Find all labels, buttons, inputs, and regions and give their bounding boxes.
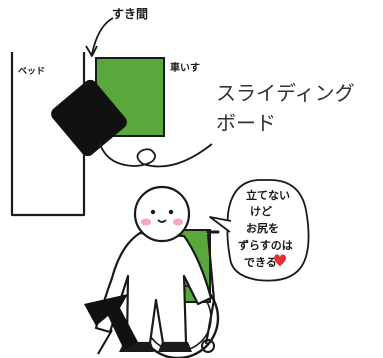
right-shoe [158, 342, 192, 352]
left-eye [150, 209, 156, 215]
person [94, 185, 213, 352]
gap-arrowhead [85, 45, 98, 57]
gap-arrow [91, 17, 114, 55]
person-head [133, 185, 191, 243]
speech-line-4: ずらすのは [238, 238, 293, 252]
sliding-board [51, 79, 127, 157]
wheelchair-label: 車いす [170, 61, 200, 74]
bed-label: ベッド [18, 66, 45, 77]
board-leader-line [98, 140, 213, 168]
speech-line-5: できる [244, 256, 277, 269]
direction-arrow-tail [97, 329, 113, 355]
speech-line-3: お尻を [246, 222, 279, 235]
speech-bubble [226, 179, 310, 282]
speech-line-1: 立てない [246, 188, 290, 202]
speech-bubble-tail [209, 216, 232, 233]
gap-label: すき間 [112, 7, 148, 21]
board-label-line2: ボード [216, 111, 276, 135]
wheelchair-caster [201, 339, 215, 353]
board-label-line1: スライディング [216, 81, 355, 105]
right-cheek [173, 218, 183, 226]
heart-icon [274, 254, 286, 266]
direction-arrow [84, 294, 138, 350]
left-cheek [141, 218, 151, 226]
mouth [157, 219, 167, 223]
speech-line-2: けど [250, 205, 272, 218]
right-eye [168, 209, 174, 215]
